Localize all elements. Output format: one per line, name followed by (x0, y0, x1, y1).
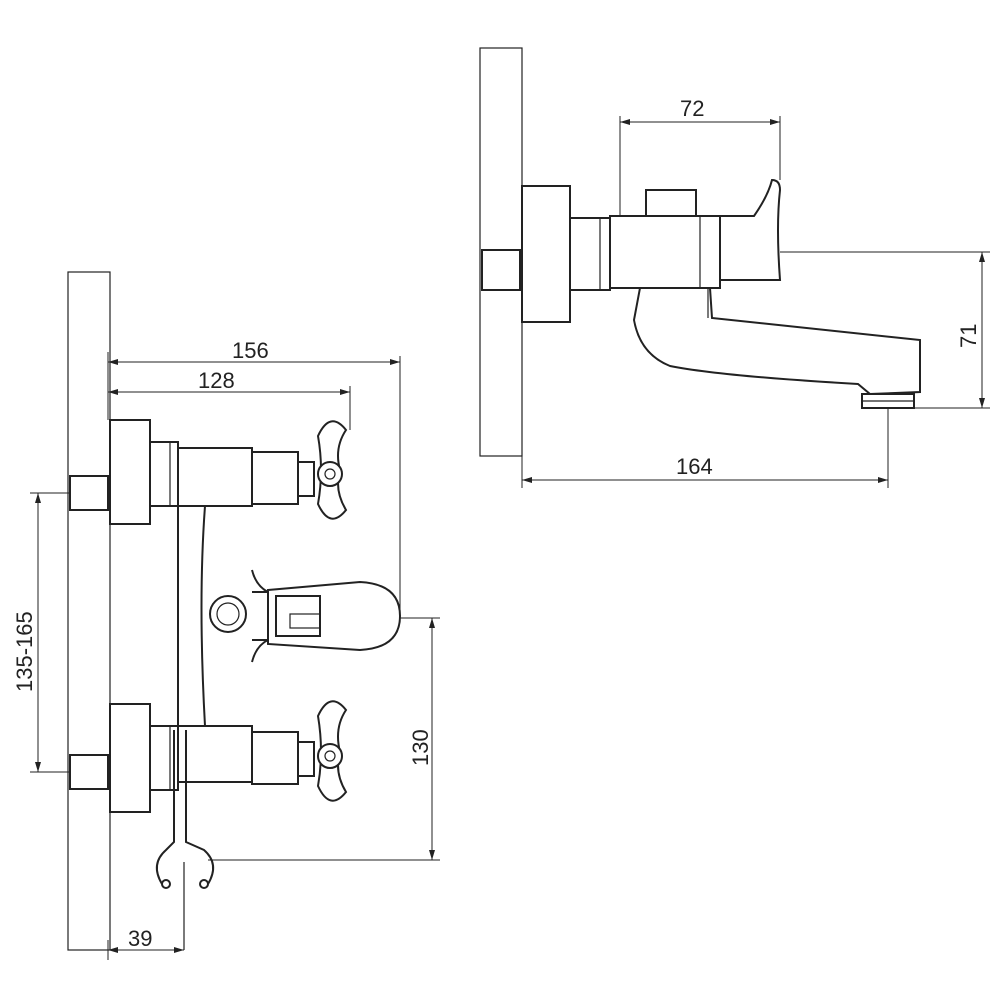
shower-outlet (209, 595, 247, 633)
dim-72-label: 72 (680, 96, 704, 121)
side-spout (632, 287, 921, 409)
dim-128: 128 (108, 368, 351, 430)
dim-164: 164 (521, 408, 889, 488)
side-fitting (481, 249, 521, 291)
dim-164-label: 164 (676, 454, 713, 479)
spout-front (251, 569, 402, 663)
front-lower-fitting (69, 754, 109, 790)
shower-holder (155, 730, 215, 950)
dim-135-165-label: 135-165 (12, 611, 37, 692)
dim-71: 71 (780, 251, 990, 409)
dim-71-label: 71 (956, 324, 981, 348)
side-flange (521, 185, 571, 323)
upper-connector (109, 419, 179, 525)
front-upper-fitting (69, 475, 109, 511)
lower-connector (109, 703, 179, 813)
dim-130-label: 130 (408, 729, 433, 766)
dim-156-label: 156 (232, 338, 269, 363)
dim-39-label: 39 (128, 926, 152, 951)
lower-cross-handle (316, 700, 348, 802)
dim-135-165: 135-165 (12, 492, 70, 773)
dim-128-label: 128 (198, 368, 235, 393)
lower-valve (251, 731, 315, 785)
dim-39: 39 (107, 926, 184, 960)
side-nut (569, 217, 611, 291)
front-view: 156 128 135-165 130 (12, 271, 440, 960)
side-body (609, 215, 721, 289)
upper-cross-handle (316, 420, 348, 520)
dim-130: 130 (208, 617, 440, 861)
dim-156: 156 (107, 338, 401, 610)
dim-72: 72 (619, 96, 781, 216)
side-view: 72 71 164 (479, 47, 990, 488)
front-wall (67, 271, 111, 951)
side-handle (645, 178, 782, 281)
upper-valve (251, 451, 315, 505)
